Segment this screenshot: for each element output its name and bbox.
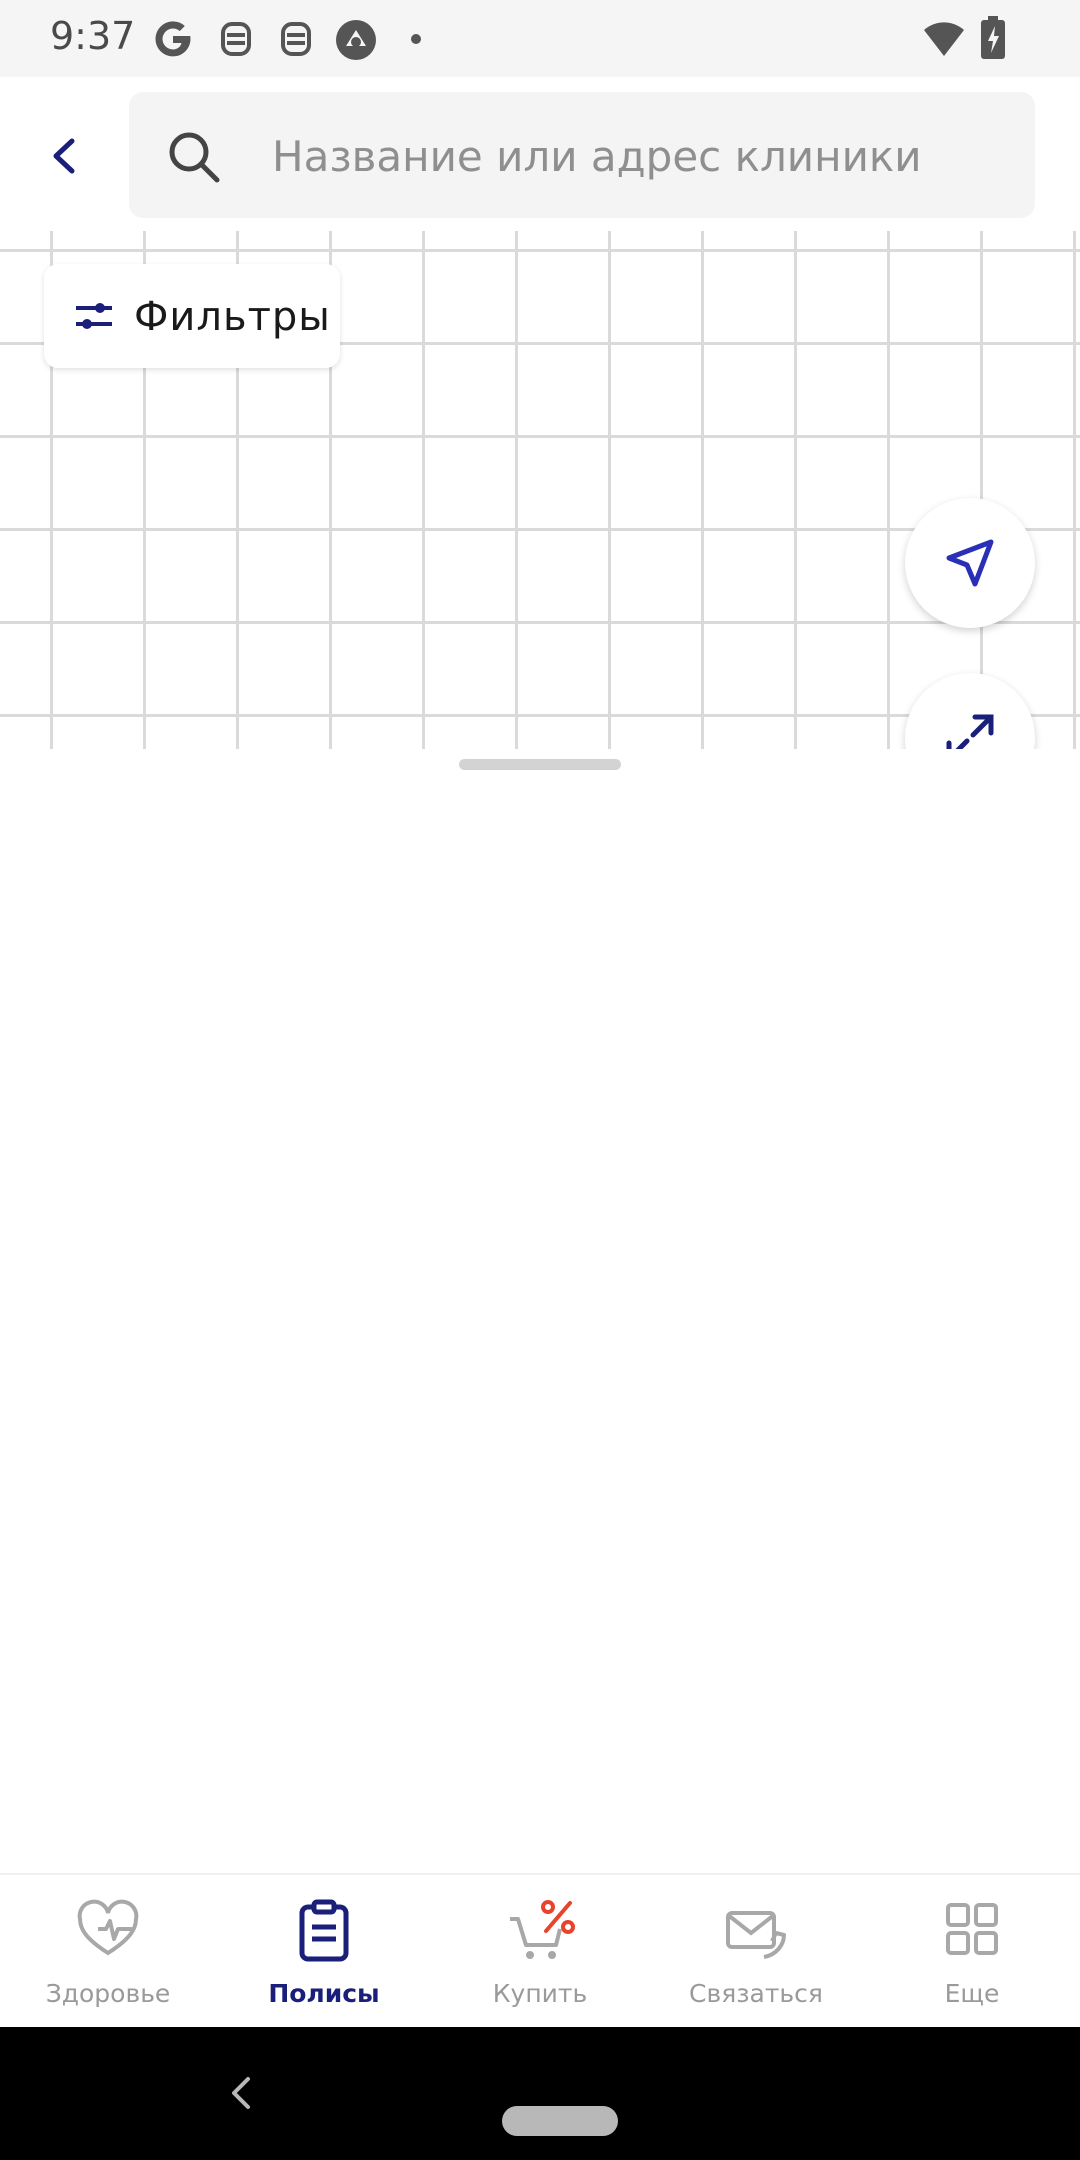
filters-button[interactable]: Фильтры xyxy=(44,264,340,368)
system-back-button[interactable] xyxy=(222,2073,258,2118)
nav-label: Еще xyxy=(944,1979,1000,2008)
expand-button[interactable] xyxy=(905,673,1035,749)
nav-item-policies[interactable]: Полисы xyxy=(216,1875,432,2029)
status-time: 9:37 xyxy=(50,14,136,58)
nav-label: Купить xyxy=(492,1979,588,2008)
wifi-icon xyxy=(922,20,966,63)
filters-label: Фильтры xyxy=(134,294,331,340)
heart-pulse-icon xyxy=(77,1899,139,1956)
nav-label: Связаться xyxy=(689,1979,823,2008)
nav-item-buy[interactable]: Купить xyxy=(432,1875,648,2029)
bottom-nav: Здоровье Полисы Купить Связаться Еще xyxy=(0,1873,1080,2029)
map-view[interactable]: Фильтры xyxy=(0,231,1080,749)
expand-icon xyxy=(946,714,994,749)
nav-item-contact[interactable]: Связаться xyxy=(648,1875,864,2029)
system-back-icon xyxy=(232,2077,250,2109)
robot-icon xyxy=(218,18,254,65)
nav-label: Полисы xyxy=(268,1979,380,2008)
search-input[interactable]: Название или адрес клиники xyxy=(129,92,1035,218)
cart-percent-icon xyxy=(510,1900,575,1959)
system-home-button[interactable] xyxy=(502,2106,618,2136)
google-icon xyxy=(152,18,194,65)
search-placeholder: Название или адрес клиники xyxy=(272,132,922,181)
clipboard-icon xyxy=(299,1899,349,1962)
navigation-arrow-icon xyxy=(946,539,994,587)
chevron-left-icon xyxy=(53,138,75,174)
battery-charging-icon xyxy=(980,16,1006,65)
nav-item-health[interactable]: Здоровье xyxy=(0,1875,216,2029)
robot-icon xyxy=(278,18,314,65)
grid-icon xyxy=(946,1903,998,1955)
back-button[interactable] xyxy=(40,131,90,181)
nav-label: Здоровье xyxy=(45,1979,171,2008)
app-bar: Название или адрес клиники xyxy=(0,77,1080,231)
dot-icon xyxy=(410,32,422,50)
bottom-sheet-handle[interactable] xyxy=(459,759,621,770)
status-bar: 9:37 xyxy=(0,0,1080,77)
search-icon xyxy=(167,130,221,189)
system-nav-bar xyxy=(0,2027,1080,2160)
envelope-phone-icon xyxy=(726,1911,786,1959)
sliders-icon xyxy=(74,300,114,337)
locate-button[interactable] xyxy=(905,498,1035,628)
app-icon xyxy=(334,18,378,67)
nav-item-more[interactable]: Еще xyxy=(864,1875,1080,2029)
